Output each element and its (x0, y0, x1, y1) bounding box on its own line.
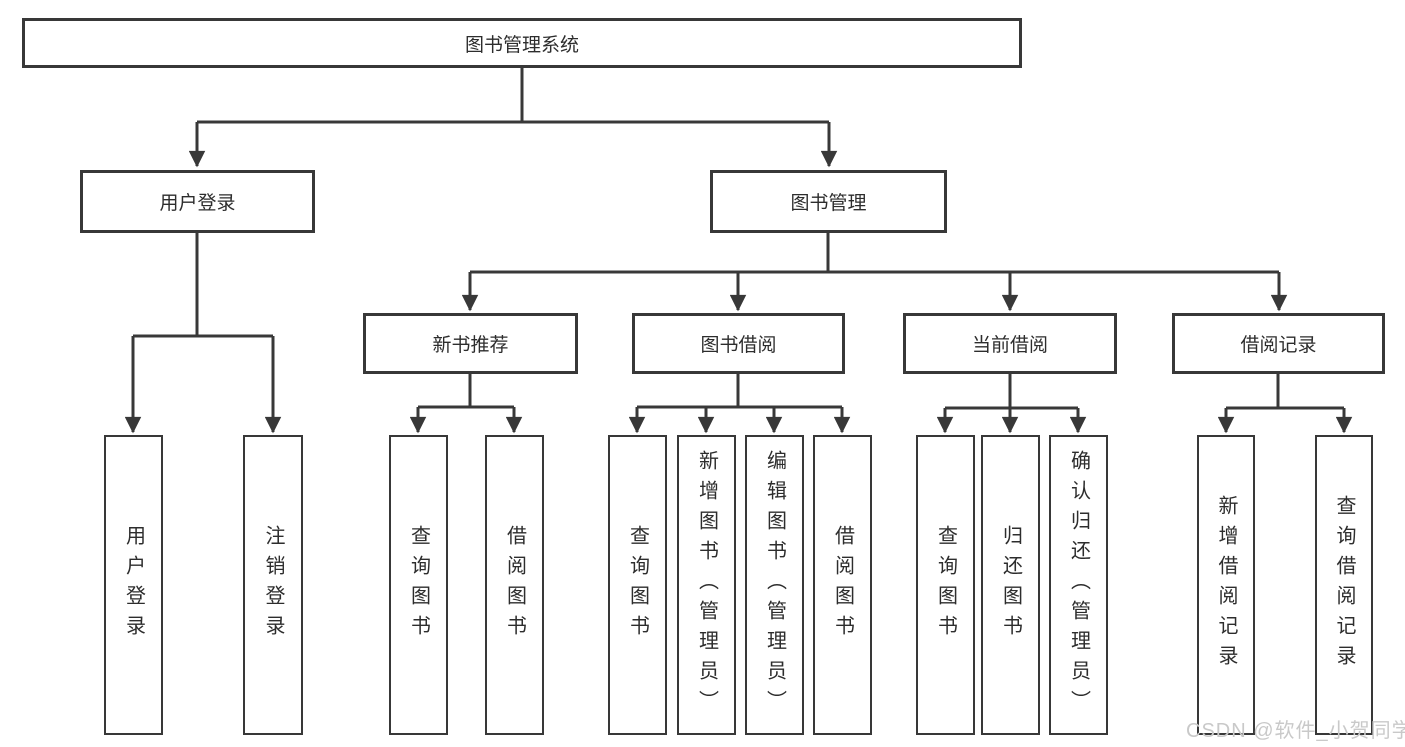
leaf-logout: 注销登录 (243, 435, 303, 735)
node-label: 确认归还（管理员） (1067, 450, 1090, 720)
node-label: 查询图书 (407, 525, 430, 645)
leaf-borrow-books-2: 借阅图书 (813, 435, 872, 735)
csdn-watermark: CSDN @软件_小贺同学 (1186, 720, 1405, 742)
node-label: 查询借阅记录 (1333, 495, 1355, 675)
node-label: 新增图书（管理员） (695, 450, 718, 720)
node-label: 图书管理 (790, 193, 867, 214)
leaf-query-books-1: 查询图书 (389, 435, 448, 735)
node-label: 查询图书 (934, 525, 957, 645)
node-book-management: 图书管理 (710, 170, 947, 233)
node-new-book-recommend: 新书推荐 (363, 313, 578, 374)
node-current-borrow: 当前借阅 (903, 313, 1117, 374)
node-label: 归还图书 (999, 525, 1022, 645)
node-book-borrow: 图书借阅 (632, 313, 845, 374)
node-label: 查询图书 (626, 525, 649, 645)
node-label: 用户登录 (122, 525, 145, 645)
leaf-confirm-return-admin: 确认归还（管理员） (1049, 435, 1108, 735)
leaf-edit-book-admin: 编辑图书（管理员） (745, 435, 804, 735)
leaf-borrow-books-1: 借阅图书 (485, 435, 544, 735)
node-borrow-record: 借阅记录 (1172, 313, 1385, 374)
node-label: 新书推荐 (432, 335, 509, 356)
leaf-add-borrow-record: 新增借阅记录 (1197, 435, 1255, 735)
node-label: 图书管理系统 (464, 34, 579, 56)
node-label: 借阅图书 (831, 525, 854, 645)
node-label: 注销登录 (262, 525, 284, 645)
leaf-query-books-3: 查询图书 (916, 435, 975, 735)
leaf-query-borrow-record: 查询借阅记录 (1315, 435, 1373, 735)
leaf-return-book: 归还图书 (981, 435, 1040, 735)
node-library-management-system: 图书管理系统 (22, 18, 1022, 68)
node-label: 借阅记录 (1240, 335, 1317, 356)
node-label: 当前借阅 (971, 335, 1048, 356)
node-label: 用户登录 (159, 193, 236, 214)
node-label: 借阅图书 (503, 525, 526, 645)
node-user-login: 用户登录 (80, 170, 315, 233)
node-label: 编辑图书（管理员） (763, 450, 786, 720)
node-label: 新增借阅记录 (1215, 495, 1237, 675)
node-label: 图书借阅 (700, 335, 777, 356)
leaf-query-books-2: 查询图书 (608, 435, 667, 735)
leaf-add-book-admin: 新增图书（管理员） (677, 435, 736, 735)
leaf-user-login: 用户登录 (104, 435, 163, 735)
